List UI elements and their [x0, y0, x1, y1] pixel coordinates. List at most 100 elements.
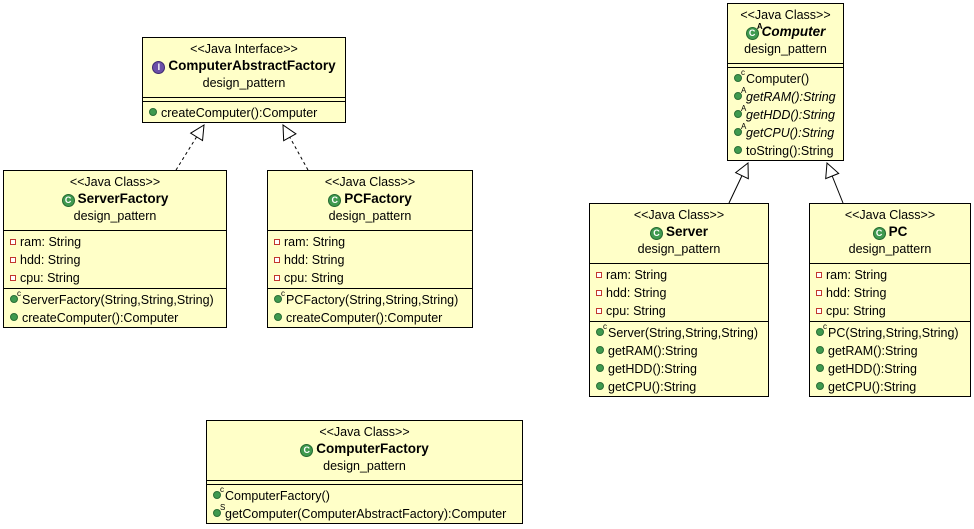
- method-row[interactable]: createComputer():Computer: [4, 309, 226, 327]
- compartment-divider: [268, 288, 472, 289]
- private-visibility-icon: [274, 275, 280, 281]
- generalization-edge-line[interactable]: [728, 175, 743, 204]
- method-text: getHDD():String: [608, 362, 697, 376]
- attribute-compartment: ram: String hdd: String cpu: String: [810, 266, 970, 320]
- attribute-row[interactable]: cpu: String: [590, 302, 768, 320]
- method-text: getHDD():String: [746, 108, 835, 122]
- public-visibility-icon: c: [213, 486, 224, 499]
- private-visibility-icon: [10, 239, 16, 245]
- class-icon: C: [300, 444, 314, 457]
- class-name-text: ComputerAbstractFactory: [168, 58, 336, 73]
- attribute-row[interactable]: hdd: String: [268, 251, 472, 269]
- method-text: Computer(): [746, 72, 810, 86]
- stereotype-label: <<Java Class>>: [740, 8, 831, 22]
- method-text: getCPU():String: [828, 380, 917, 394]
- method-text: getRAM():String: [608, 344, 698, 358]
- method-row[interactable]: getHDD():String: [810, 360, 970, 378]
- public-visibility-icon: [816, 364, 824, 372]
- hollow-arrowhead-icon: [825, 161, 840, 180]
- public-visibility-icon: [10, 313, 18, 321]
- attribute-row[interactable]: cpu: String: [810, 302, 970, 320]
- attribute-row[interactable]: ram: String: [4, 233, 226, 251]
- realization-edge-line[interactable]: [289, 136, 309, 171]
- attribute-text: hdd: String: [826, 286, 887, 300]
- hollow-arrowhead-icon: [189, 124, 205, 142]
- public-visibility-icon: [734, 146, 742, 154]
- private-visibility-icon: [596, 272, 602, 278]
- public-visibility-icon: [596, 346, 604, 354]
- method-row[interactable]: getRAM():String: [590, 342, 768, 360]
- attribute-row[interactable]: cpu: String: [268, 269, 472, 287]
- abstract-modifier-icon: A: [741, 86, 747, 95]
- method-row[interactable]: getHDD():String: [590, 360, 768, 378]
- class-name-text: ComputerFactory: [316, 441, 429, 456]
- attribute-row[interactable]: hdd: String: [810, 284, 970, 302]
- attribute-text: hdd: String: [20, 253, 81, 267]
- attribute-text: ram: String: [826, 268, 888, 282]
- private-visibility-icon: [274, 257, 280, 263]
- compartment-divider: [728, 67, 843, 68]
- method-text: getHDD():String: [828, 362, 917, 376]
- private-visibility-icon: [596, 308, 602, 314]
- hollow-arrowhead-icon: [282, 124, 297, 142]
- method-row[interactable]: toString():String: [728, 142, 843, 160]
- attribute-row[interactable]: ram: String: [268, 233, 472, 251]
- class-name-text: Server: [665, 224, 709, 239]
- method-row[interactable]: createComputer():Computer: [143, 104, 345, 122]
- package-label: design_pattern: [73, 209, 157, 223]
- method-row[interactable]: getCPU():String: [590, 378, 768, 396]
- class-icon: C: [872, 227, 886, 240]
- constructor-modifier-icon: c: [281, 289, 285, 298]
- method-text: createComputer():Computer: [286, 311, 443, 325]
- public-visibility-icon: [149, 108, 157, 116]
- method-row[interactable]: getRAM():String: [810, 342, 970, 360]
- public-visibility-icon: [596, 364, 604, 372]
- realization-edge-line[interactable]: [175, 136, 198, 171]
- attribute-row[interactable]: ram: String: [590, 266, 768, 284]
- stereotype-label: <<Java Class>>: [69, 175, 161, 189]
- class-name-text: PCFactory: [344, 191, 412, 206]
- attribute-row[interactable]: hdd: String: [590, 284, 768, 302]
- generalization-edge-line[interactable]: [831, 175, 844, 204]
- method-row[interactable]: createComputer():Computer: [268, 309, 472, 327]
- attribute-text: cpu: String: [606, 304, 666, 318]
- attribute-row[interactable]: cpu: String: [4, 269, 226, 287]
- attribute-row[interactable]: ram: String: [810, 266, 970, 284]
- attribute-text: cpu: String: [826, 304, 886, 318]
- method-text: getRAM():String: [828, 344, 918, 358]
- class-icon: C: [649, 227, 663, 240]
- stereotype-label: <<Java Class>>: [633, 208, 725, 222]
- method-text: createComputer():Computer: [161, 106, 318, 120]
- method-text: Server(String,String,String): [608, 326, 759, 340]
- compartment-divider: [4, 288, 226, 289]
- attribute-row[interactable]: hdd: String: [4, 251, 226, 269]
- public-visibility-icon: c: [734, 69, 745, 82]
- method-row[interactable]: getCPU():String: [810, 378, 970, 396]
- compartment-divider: [207, 484, 522, 485]
